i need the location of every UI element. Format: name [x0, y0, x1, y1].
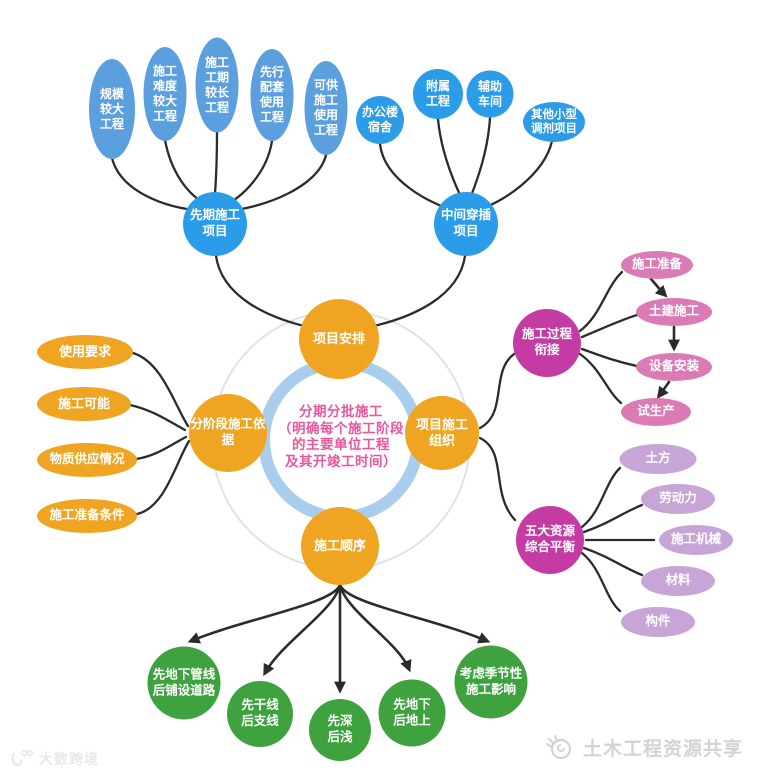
node-labor: 劳动力 [641, 484, 715, 514]
links-process-sequence-arrows [649, 277, 680, 399]
node-seasonal-impact: 考虑季节性 施工影响 [454, 645, 528, 719]
node-components: 构件 [621, 607, 695, 637]
node-deep-first: 先深 后浅 [309, 699, 371, 761]
watermark-left-text: 大数跨境 [39, 751, 99, 767]
node-construction-sequence: 施工顺序 [301, 507, 379, 585]
node-main-lines-first: 先干线 后支线 [227, 681, 293, 747]
node-material-supply-situation: 物质供应情况 [37, 443, 137, 477]
node-equipment-installation: 设备安装 [636, 353, 712, 381]
links-resources [580, 466, 656, 613]
node-staged-construction-basis: 分阶段施工依 据 [189, 394, 267, 472]
node-underground-first: 先地下 后地上 [378, 679, 446, 747]
watermark-left: 大数跨境 [10, 748, 99, 770]
links-org-brace [478, 352, 517, 522]
node-construction-preparation: 施工准备 [621, 251, 693, 279]
node-five-resources-balance: 五大资源 综合平衡 [516, 506, 584, 574]
watermark-right: 土木工程资源共享 [545, 733, 743, 761]
node-high-difficulty-project: 施工 难度 较大 工程 [143, 47, 187, 141]
node-other-small-projects: 其他小型 调剂项目 [523, 102, 585, 142]
node-construction-preparation-conditions: 施工准备条件 [37, 499, 137, 533]
node-auxiliary-workshop: 辅助 车间 [466, 70, 514, 118]
node-trial-production: 试生产 [621, 398, 691, 426]
watermark-right-text: 土木工程资源共享 [583, 738, 744, 760]
links-basis [128, 351, 191, 516]
links-process [578, 270, 639, 405]
node-auxiliary-works: 附属 工程 [413, 69, 463, 119]
node-underground-pipelines-first: 先地下管线 后铺设道路 [147, 646, 221, 720]
node-office-dormitory: 办公楼 宿舍 [356, 96, 404, 144]
center-topic: 分期分批施工 （明确每个施工阶段 的主要单位工程 及其开竣工时间） [278, 404, 404, 469]
node-process-convergence: 施工过程 衔接 [513, 309, 581, 377]
node-project-arrangement: 项目安排 [299, 299, 379, 379]
bird-logo-icon [546, 735, 572, 760]
node-materials: 材料 [641, 566, 715, 596]
node-usage-requirements: 使用要求 [37, 335, 133, 369]
left-logo-icon [11, 749, 34, 766]
node-early-construction-projects: 先期施工 项目 [183, 192, 247, 256]
node-project-construction-organization: 项目施工 组织 [405, 396, 479, 470]
node-long-duration-project: 施工 工期 较长 工程 [195, 37, 239, 133]
node-interlude-projects: 中间穿插 项目 [434, 192, 498, 256]
node-large-scale-project: 规模 较大 工程 [89, 59, 135, 159]
node-construction-machinery: 施工机械 [659, 525, 733, 555]
links-sequence-arrows [187, 583, 491, 694]
links-to-project-arrangement [214, 254, 467, 328]
node-usable-for-construction-project: 可供 施工 使用 工程 [304, 61, 348, 155]
node-construction-possibility: 施工可能 [37, 387, 131, 421]
node-civil-construction: 土建施工 [636, 298, 712, 326]
node-earthwork: 土方 [619, 444, 697, 474]
node-advance-support-project: 先行 配套 使用 工程 [250, 49, 294, 141]
